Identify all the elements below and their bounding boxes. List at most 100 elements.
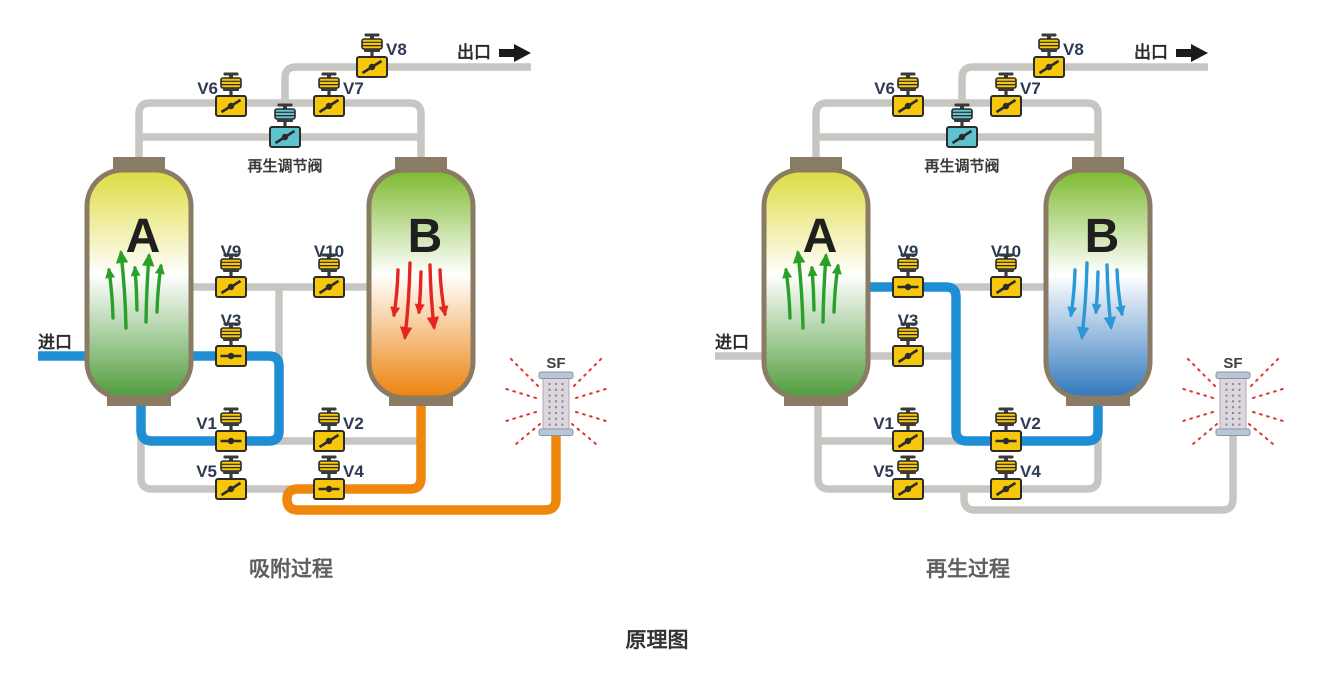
- outlet-arrow-icon: [1176, 44, 1208, 62]
- valve-v3: [215, 322, 247, 367]
- up-flow-arrows: [105, 249, 165, 330]
- actuator-stem: [960, 122, 964, 128]
- silencer-perforation: [1225, 400, 1228, 403]
- silencer-perforation: [1238, 394, 1241, 397]
- actuator-neck: [906, 325, 910, 329]
- valve-v7: [990, 72, 1022, 117]
- silencer-perforation: [548, 406, 551, 409]
- silencer-perforation: [1231, 388, 1235, 391]
- actuator-stem: [229, 341, 233, 347]
- pipe-outlet-run: [281, 63, 531, 103]
- diagram-title: 原理图: [626, 629, 689, 652]
- actuator-stem: [906, 272, 910, 278]
- actuator-head: [951, 108, 973, 120]
- silencer-perforation: [554, 400, 558, 403]
- silencer-perforation: [1238, 423, 1241, 426]
- valve-v8: [1033, 33, 1065, 78]
- actuator-head: [318, 412, 340, 424]
- regen-exhaust-path: [282, 400, 561, 515]
- silencer-perforation: [548, 388, 551, 391]
- exhaust-spray-icon: [1192, 423, 1218, 445]
- silencer-perforation: [1238, 406, 1241, 409]
- valve-dot: [227, 485, 235, 493]
- actuator-neck: [1004, 256, 1008, 260]
- valve-label-v2: V2: [343, 414, 364, 433]
- silencer-perforation: [1231, 417, 1235, 420]
- valve-dot: [904, 485, 912, 493]
- pipe-outlet-run: [958, 63, 1208, 103]
- exhaust-spray-icon: [1248, 423, 1274, 445]
- actuator-head: [1038, 38, 1060, 50]
- caption-regeneration: 再生过程: [926, 557, 1010, 581]
- actuator-head: [995, 412, 1017, 424]
- silencer-perforation: [554, 411, 558, 415]
- flow-arrow-head: [154, 263, 165, 275]
- valve-dot: [958, 133, 966, 141]
- exhaust-spray-icon: [1186, 357, 1216, 387]
- flow-arrow-head: [831, 263, 842, 275]
- silencer-perforation: [554, 417, 558, 420]
- silencer-perforation: [1225, 406, 1228, 409]
- actuator-stem: [370, 52, 374, 58]
- actuator-bar: [321, 88, 337, 91]
- exhaust-spray-icon: [509, 357, 539, 387]
- valve-v7: [313, 72, 345, 117]
- exhaust-spray-icon: [571, 423, 597, 445]
- actuator-stem: [906, 341, 910, 347]
- valve-label-v8: V8: [386, 40, 407, 59]
- actuator-bar: [321, 423, 337, 426]
- actuator-bar: [321, 471, 337, 474]
- valve-label-v3: V3: [221, 311, 242, 330]
- flow-arrow-head: [807, 265, 818, 277]
- valve-v10: [990, 253, 1022, 298]
- valve-v3: [892, 322, 924, 367]
- actuator-head: [220, 77, 242, 89]
- valve-label-v1: V1: [196, 414, 217, 433]
- actuator-stem: [327, 272, 331, 278]
- valve-dot: [281, 133, 289, 141]
- flow-arrow-head: [399, 326, 413, 341]
- silencer-perforation: [1231, 400, 1235, 403]
- tower-a: A: [84, 157, 194, 406]
- actuator-head: [995, 460, 1017, 472]
- actuator-cap: [998, 72, 1014, 76]
- actuator-neck: [906, 256, 910, 260]
- valve-dot: [325, 485, 333, 493]
- valve-dot: [325, 102, 333, 110]
- tower-b: B: [1043, 157, 1153, 406]
- actuator-head: [318, 460, 340, 472]
- actuator-stem: [229, 272, 233, 278]
- actuator-bar: [223, 423, 239, 426]
- actuator-bar: [223, 471, 239, 474]
- tower-b: B: [366, 157, 476, 406]
- actuator-neck: [1004, 75, 1008, 79]
- valve-v8: [356, 33, 388, 78]
- silencer-perforation: [1225, 417, 1228, 420]
- valve-v1: [892, 407, 924, 452]
- actuator-stem: [906, 91, 910, 97]
- actuator-head: [897, 412, 919, 424]
- valve-dot: [904, 283, 912, 291]
- actuator-cap: [900, 455, 916, 459]
- actuator-neck: [1047, 36, 1051, 40]
- outlet-arrow-icon: [499, 44, 531, 62]
- silencer-perforation: [1231, 382, 1235, 386]
- actuator-bar: [1041, 49, 1057, 52]
- silencer-perforation: [554, 388, 558, 391]
- actuator-stem: [229, 426, 233, 432]
- regen-adjust-valve: [946, 103, 978, 148]
- valve-label-v4: V4: [1020, 462, 1041, 481]
- inlet-label: 进口: [38, 333, 72, 352]
- valve-v1: [215, 407, 247, 452]
- valve-v4: [990, 455, 1022, 500]
- actuator-head: [318, 77, 340, 89]
- tower-vessel: [84, 167, 194, 401]
- actuator-cap: [321, 407, 337, 411]
- pipe-silencer-run: [960, 430, 1237, 514]
- silencer-body: [1219, 376, 1247, 432]
- actuator-cap: [321, 72, 337, 76]
- actuator-stem: [283, 122, 287, 128]
- silencer-perforation: [561, 423, 564, 426]
